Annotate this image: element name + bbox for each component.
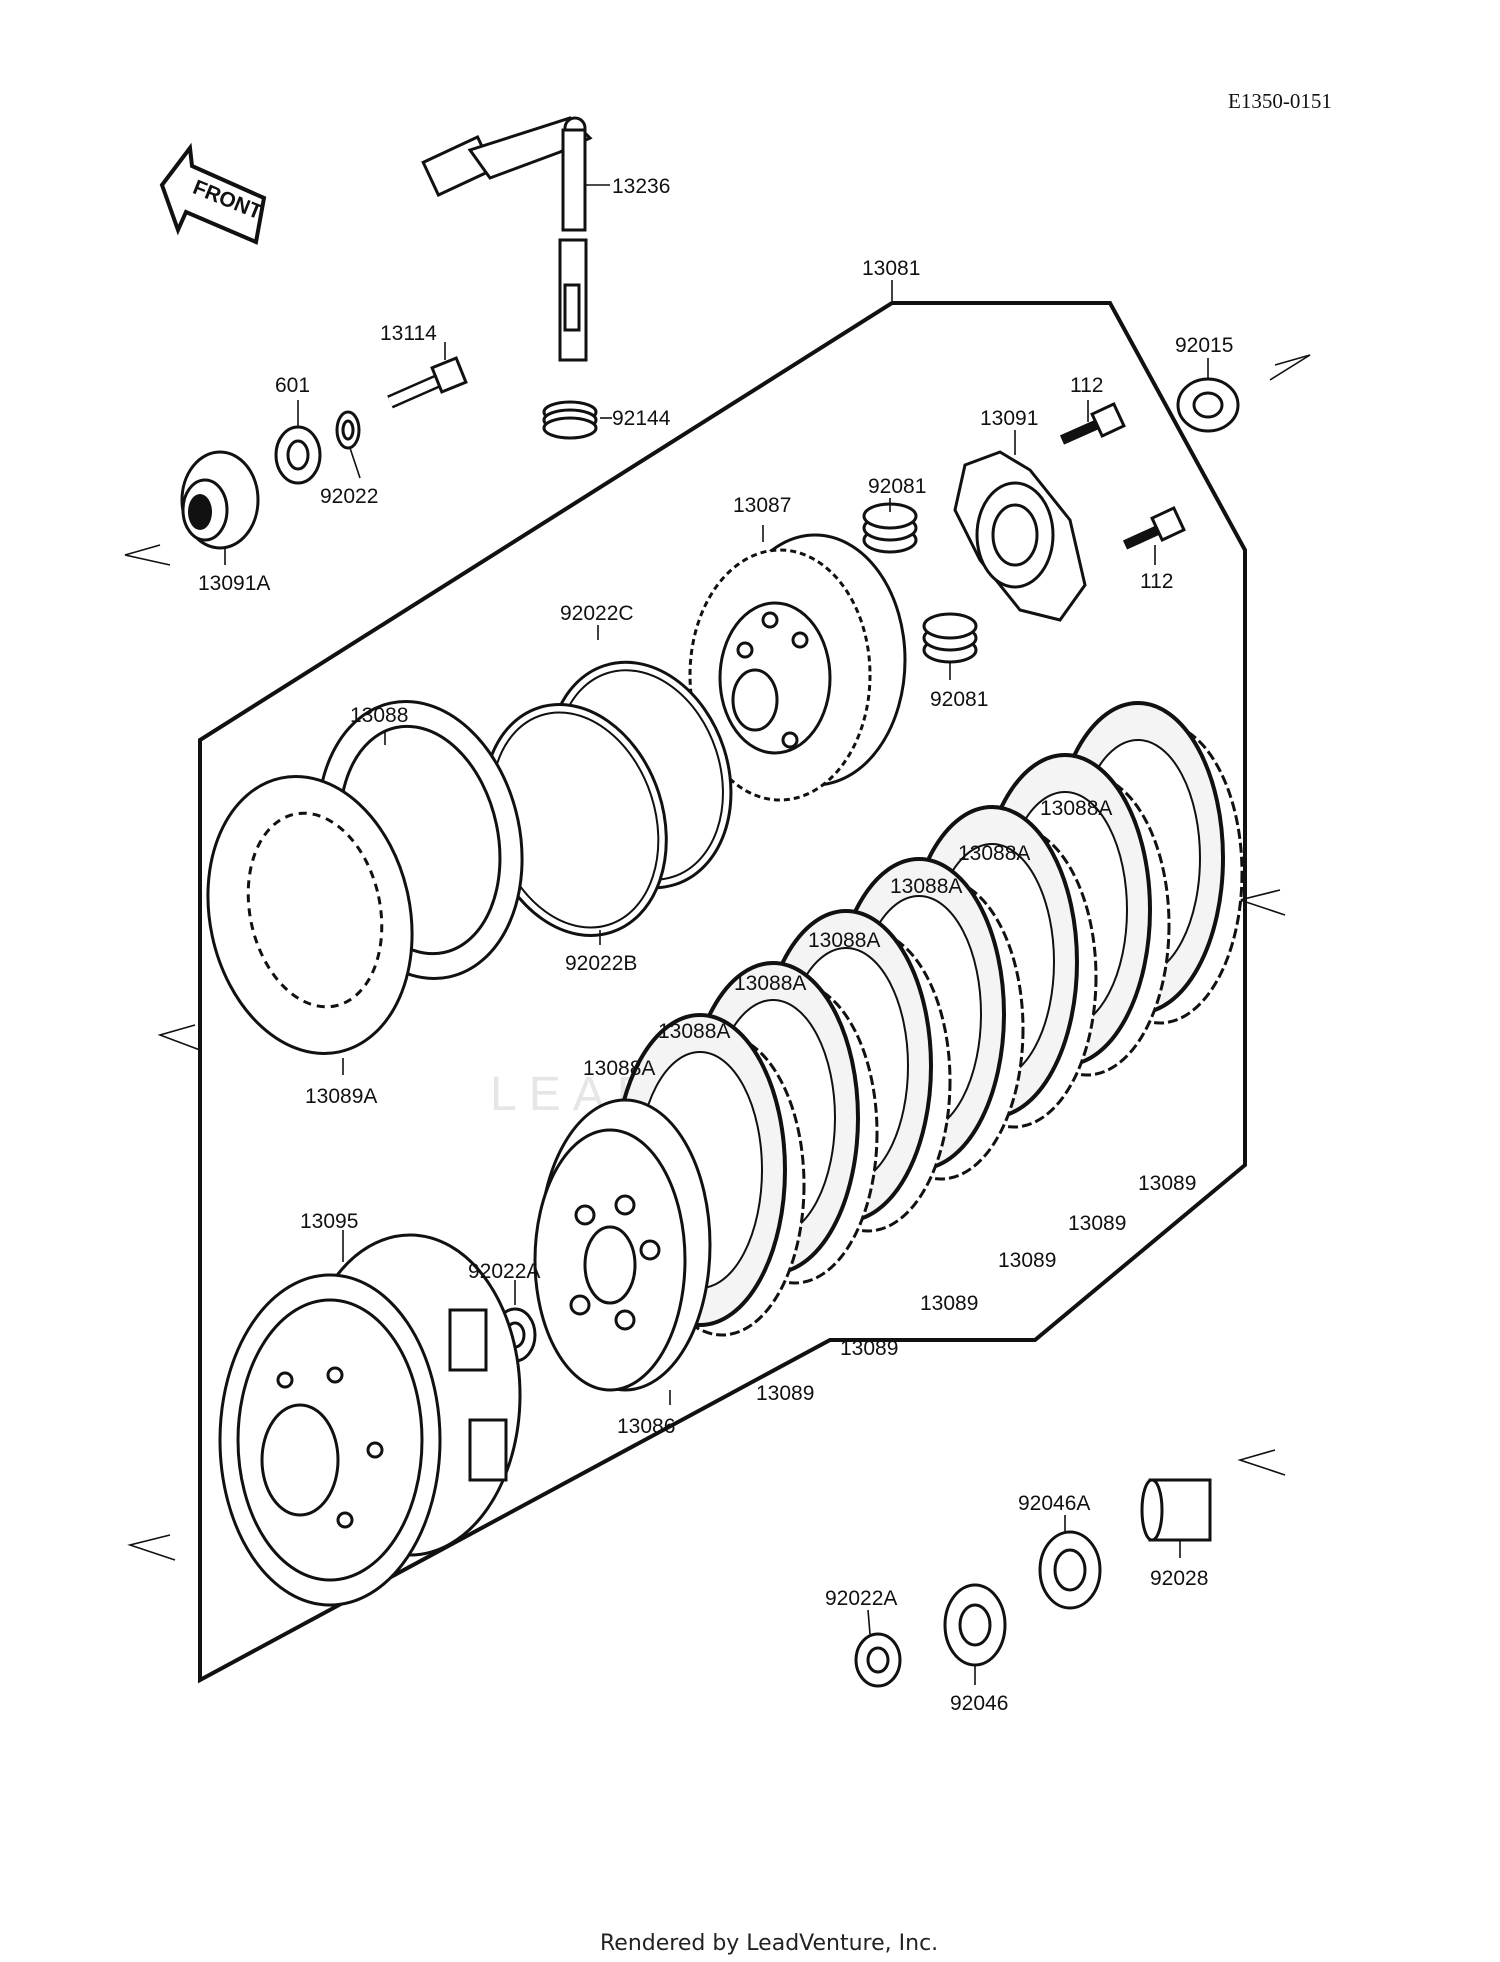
shaft-center-markers [124,354,1311,1561]
spring-92144 [542,400,612,440]
label-13087: 13087 [733,494,791,517]
front-arrow-icon: FRONT [159,142,267,245]
label-13088A-1: 13088A [1040,797,1112,820]
label-13088A-3: 13088A [890,875,962,898]
label-92022B: 92022B [565,952,637,975]
needle-bearing-92046A [1038,1515,1102,1610]
label-13081: 13081 [862,257,920,280]
label-92022C: 92022C [560,602,634,625]
label-92028: 92028 [1150,1567,1208,1590]
push-rod-13114 [387,342,468,409]
label-92022: 92022 [320,485,378,508]
part-labels: 13236 13081 92015 13114 601 92144 112 13… [198,175,1233,1715]
reference-code: E1350-0151 [1228,89,1332,113]
label-112-bottom: 112 [1140,570,1173,593]
clutch-spring-92081-bottom [922,612,978,680]
pressure-plate-13086 [533,1098,712,1405]
label-13236: 13236 [612,175,670,198]
sleeve-92028 [1140,1478,1212,1558]
label-13089-6: 13089 [756,1382,814,1405]
clutch-housing-13095 [218,1230,522,1607]
bolt-112-top [1059,400,1126,445]
pressure-plate-13091 [953,430,1087,622]
label-601: 601 [275,374,310,397]
label-13091A: 13091A [198,572,270,595]
clutch-hub-13087 [688,525,907,802]
label-13088A-7: 13088A [583,1057,655,1080]
label-13086: 13086 [617,1415,675,1438]
needle-bearing-92046 [943,1583,1007,1685]
clutch-spring-92081-top [862,498,918,554]
label-92046: 92046 [950,1692,1008,1715]
label-13095: 13095 [300,1210,358,1233]
label-13088A-6: 13088A [658,1020,730,1043]
washer-92022 [335,410,361,479]
label-13089-5: 13089 [840,1337,898,1360]
nut-92015 [1176,358,1240,433]
plate-stack [613,701,1244,1337]
washer-92022A-bottom [854,1609,902,1688]
label-112-top: 112 [1070,374,1103,397]
release-shaft-13236 [421,116,610,362]
label-13114: 13114 [380,322,437,345]
assembly-outline [198,301,1247,1684]
label-13089-3: 13089 [998,1249,1056,1272]
label-92015: 92015 [1175,334,1233,357]
label-13091: 13091 [980,407,1038,430]
collar-13091A [180,450,260,565]
label-13089-4: 13089 [920,1292,978,1315]
bolt-112-bottom [1122,506,1186,565]
label-92081-bottom: 92081 [930,688,988,711]
label-92046A: 92046A [1018,1492,1090,1515]
footer-credit: Rendered by LeadVenture, Inc. [600,1931,938,1956]
label-13089-2: 13089 [1068,1212,1126,1235]
label-13089A: 13089A [305,1085,377,1108]
label-13088A-4: 13088A [808,929,880,952]
label-92022A-bottom: 92022A [825,1587,897,1610]
label-92144: 92144 [612,407,671,430]
label-13088A-5: 13088A [734,972,806,995]
steel-plate-13089A [206,774,414,1075]
label-13088A-2: 13088A [958,842,1030,865]
bearing-601 [274,400,322,485]
label-92022A-top: 92022A [468,1260,540,1283]
label-13089-1: 13089 [1138,1172,1196,1195]
label-13088: 13088 [350,704,408,727]
label-92081-top: 92081 [868,475,926,498]
